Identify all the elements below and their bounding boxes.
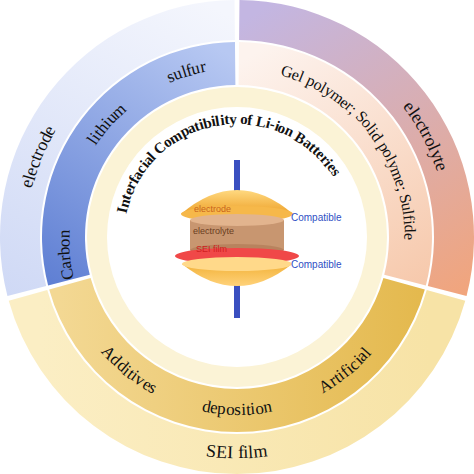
part-label: Compatible — [291, 259, 342, 270]
arc-letter: m — [252, 439, 269, 463]
arc-letter: o — [225, 399, 235, 421]
arc-letter: f — [237, 441, 244, 464]
arc-letter: I — [227, 441, 234, 464]
arc-letter: E — [215, 441, 228, 465]
part-label: Compatible — [291, 212, 342, 223]
part-label: electrode — [194, 204, 231, 214]
arc-letter: f — [246, 109, 254, 129]
arc-letter: o — [53, 238, 75, 248]
arc-letter: s — [234, 399, 241, 421]
arc-letter: e — [399, 233, 420, 241]
part-label: electrolyte — [193, 226, 234, 236]
arc-letter: n — [262, 396, 275, 419]
arc-letter: d — [399, 224, 420, 233]
arc-letter: p — [216, 398, 227, 421]
arc-letter: y — [228, 109, 237, 129]
part-label: SEI film — [196, 244, 227, 254]
arc-letter — [233, 441, 238, 464]
arc-letter: n — [53, 230, 75, 239]
